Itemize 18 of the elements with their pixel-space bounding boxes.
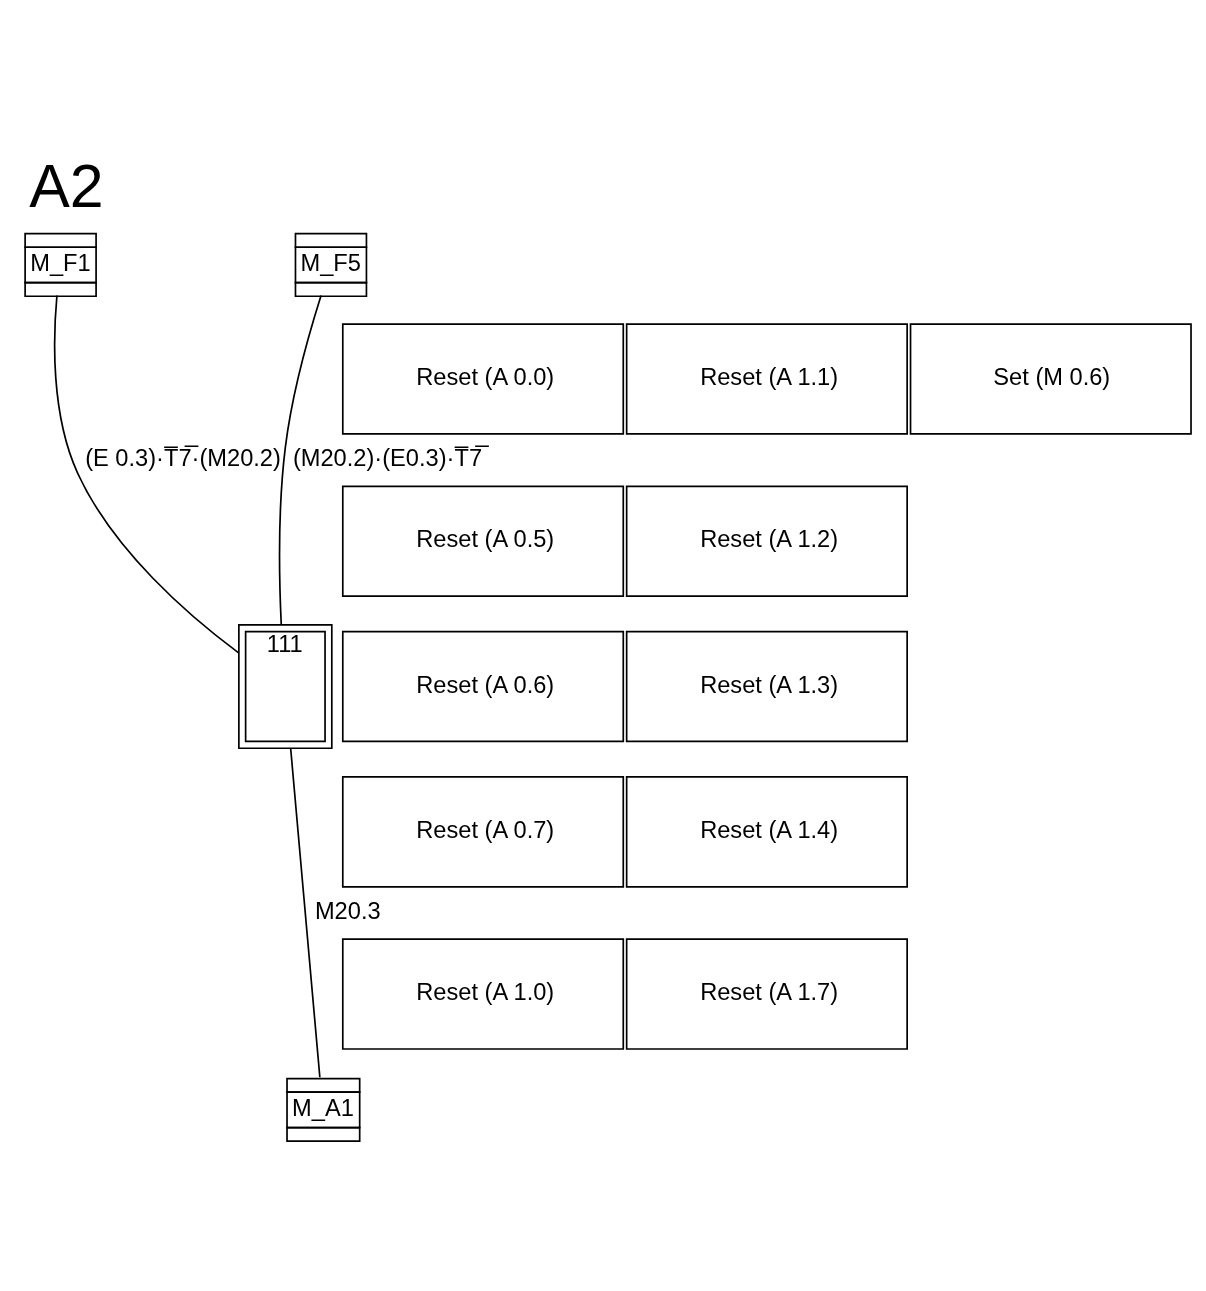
node-box: Set (M 0.6) [909, 322, 1192, 435]
connector [289, 746, 321, 1078]
node-box: Reset (A 1.4) [625, 775, 908, 888]
edge-label: M20.3 [314, 897, 381, 924]
edge-label: (E 0.3)·T̅7̅·(M20.2) [85, 444, 281, 471]
node-box: Reset (A 1.7) [625, 937, 908, 1050]
node-box: Reset (A 0.5) [341, 484, 625, 597]
connector [278, 294, 322, 625]
node-box: Reset (A 0.7) [341, 775, 625, 888]
node-box: 111 [238, 623, 333, 749]
node-box: Reset (A 1.3) [625, 630, 908, 742]
node-box: Reset (A 1.2) [625, 484, 908, 597]
node-box: Reset (A 1.1) [625, 322, 908, 435]
node-box: Reset (A 0.0) [341, 322, 625, 435]
diagram-title: A2 [29, 151, 104, 220]
connector [53, 294, 240, 654]
node-box: Reset (A 1.0) [341, 937, 625, 1050]
node-box: Reset (A 0.6) [341, 630, 625, 742]
